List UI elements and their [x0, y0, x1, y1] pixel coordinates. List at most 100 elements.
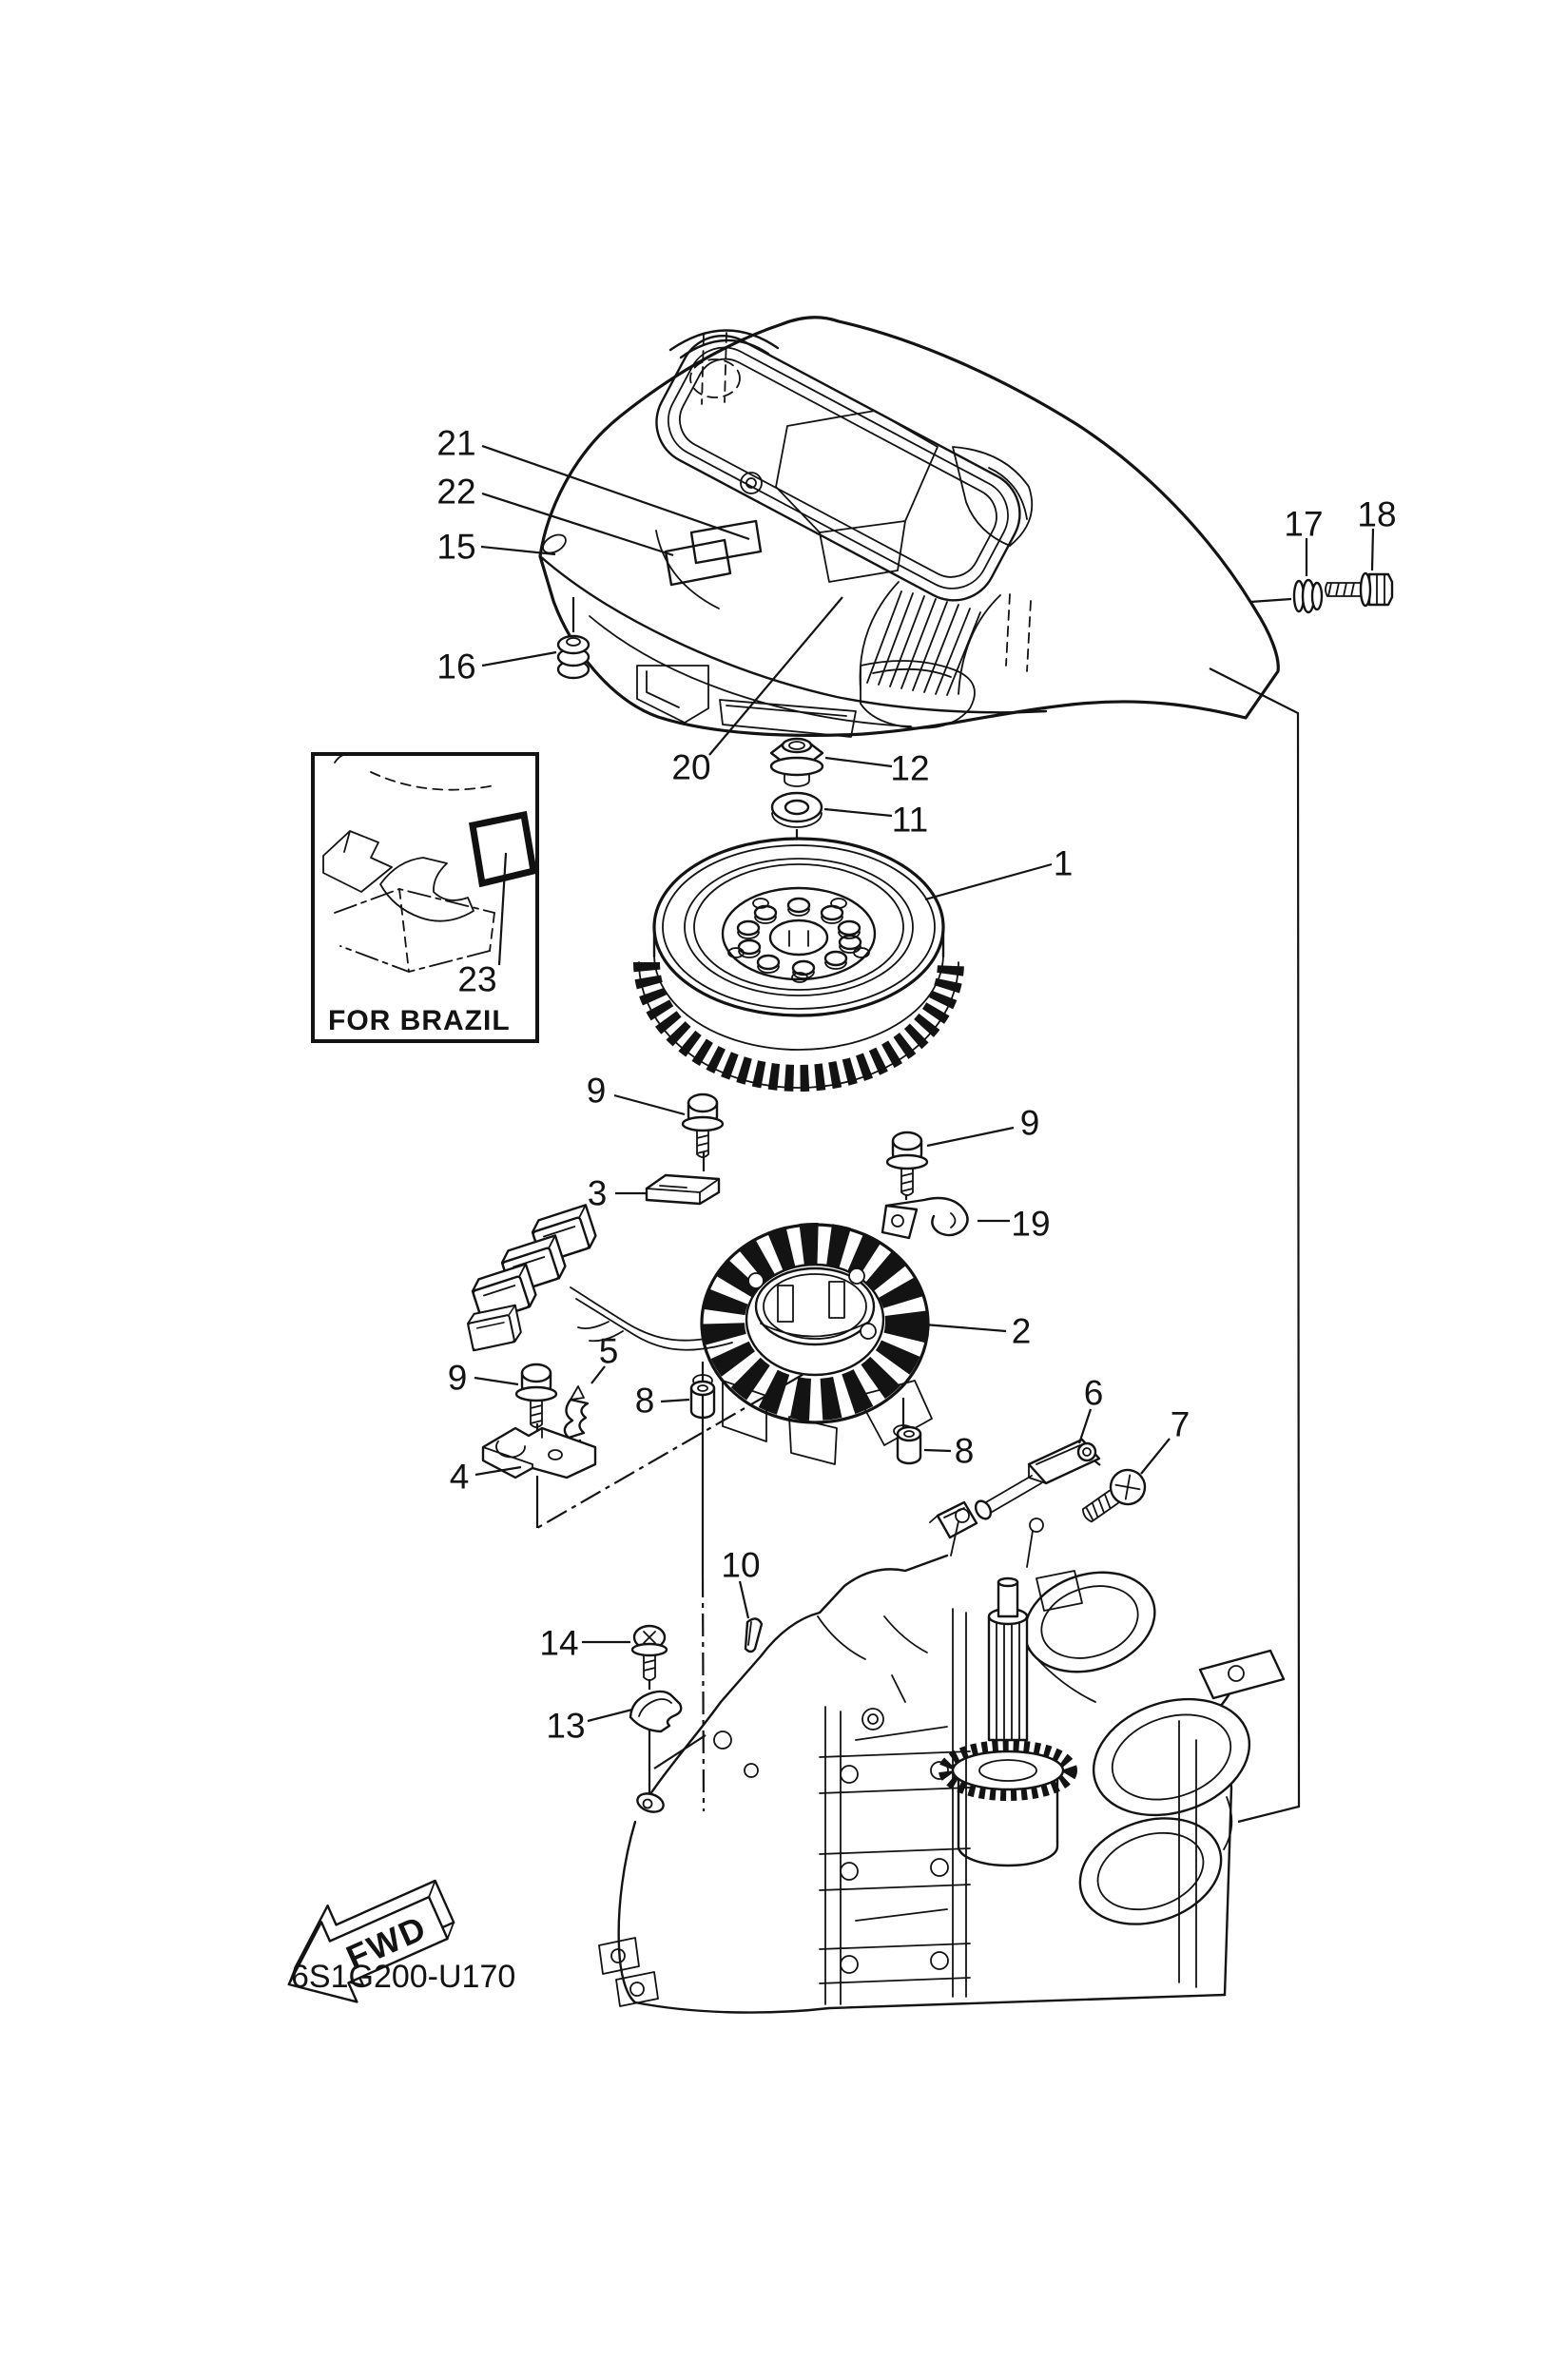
callout-leader-line: [481, 444, 750, 541]
callout-15: 15: [436, 528, 556, 567]
callout-leader-line: [923, 1448, 952, 1453]
callout-number: 9: [1020, 1104, 1040, 1143]
callout-number: 12: [890, 749, 929, 788]
fwd-arrow: FWD: [287, 1879, 455, 2003]
callout-leader-line: [613, 1093, 686, 1116]
callout-leader-line: [926, 1126, 1015, 1148]
callout-leader-line: [1140, 1438, 1171, 1475]
callout-6: 6: [1077, 1374, 1104, 1444]
washer-11-drawing: [770, 791, 823, 828]
callout-4: 4: [450, 1458, 522, 1497]
bolt-18-drawing: [1325, 571, 1394, 608]
callout-number: 1: [1054, 844, 1074, 883]
inset-caption: FOR BRAZIL: [328, 1005, 511, 1036]
diagram-code: 6S1G200-U170: [291, 1959, 515, 1995]
screw-14-drawing: [630, 1624, 668, 1681]
callout-leader-line: [497, 852, 508, 966]
lead-bracket-6-drawing: [929, 1438, 1101, 1539]
callout-3: 3: [588, 1174, 647, 1213]
callout-leader-line: [481, 492, 674, 557]
callout-number: 4: [450, 1458, 470, 1497]
callout-1: 1: [924, 844, 1074, 901]
callout-9: 9: [926, 1104, 1040, 1148]
clamp-19-drawing: [881, 1196, 969, 1240]
callout-18: 18: [1357, 495, 1397, 571]
callout-number: 14: [539, 1624, 578, 1663]
callout-leader-line: [474, 1376, 519, 1386]
callout-number: 10: [721, 1546, 760, 1585]
callout-leader-line: [824, 756, 893, 768]
callout-number: 6: [1084, 1374, 1104, 1413]
callout-19: 19: [978, 1205, 1051, 1244]
callout-leader-line: [1077, 1408, 1093, 1444]
for-brazil-inset: FOR BRAZIL: [311, 752, 539, 1043]
callout-5: 5: [590, 1332, 619, 1384]
top-cowling-drawing: [538, 316, 1280, 738]
callout-leader-line: [480, 545, 556, 556]
clamp-3-drawing: [645, 1173, 721, 1206]
cowling-seal-channel: [655, 334, 1021, 602]
callout-leader-line: [474, 1465, 522, 1477]
sticker-22: [664, 538, 732, 587]
callout-leader-line: [708, 596, 843, 756]
flywheel-drawing: [633, 837, 964, 1092]
callout-number: 7: [1171, 1405, 1191, 1444]
callout-7: 7: [1140, 1405, 1191, 1475]
collar-8b-drawing: [896, 1425, 922, 1465]
callout-8: 8: [635, 1382, 690, 1421]
callout-number: 22: [436, 473, 475, 512]
callout-leader-line: [738, 1580, 750, 1619]
pin-10-drawing: [744, 1617, 764, 1653]
callout-20: 20: [671, 596, 843, 787]
callout-number: 21: [436, 424, 475, 463]
inset-border: [311, 752, 539, 1043]
callout-13: 13: [546, 1707, 633, 1746]
callout-9: 9: [448, 1359, 519, 1398]
callout-leader-line: [590, 1365, 606, 1384]
sticker-23: [469, 810, 537, 888]
callout-number: 17: [1284, 505, 1323, 544]
callout-number: 5: [599, 1332, 619, 1371]
callout-12: 12: [824, 749, 930, 788]
callout-21: 21: [436, 424, 750, 541]
callout-number: 3: [588, 1174, 608, 1213]
callout-number: 13: [546, 1707, 585, 1746]
callout-leader-line: [660, 1398, 690, 1403]
callout-10: 10: [721, 1546, 761, 1619]
callout-number: 18: [1357, 495, 1396, 534]
callout-8: 8: [923, 1432, 975, 1471]
grommet-16-drawing: [556, 634, 590, 680]
callout-number: 2: [1012, 1312, 1032, 1351]
nut-12-drawing: [769, 737, 824, 787]
callout-17: 17: [1284, 505, 1324, 576]
bolt-9c-drawing: [514, 1363, 558, 1429]
callout-23: 23: [457, 852, 508, 999]
callout-number: 20: [671, 748, 710, 787]
sticker-21: [689, 519, 763, 565]
bolt-9b-drawing: [885, 1131, 929, 1197]
callout-number: 9: [448, 1359, 468, 1398]
callout-number: 8: [635, 1382, 655, 1421]
engine-block-drawing: [598, 1508, 1286, 2014]
grommet-17-drawing: [1292, 578, 1324, 614]
callout-16: 16: [436, 648, 557, 686]
callout-number: 23: [457, 960, 496, 999]
callout-number: 8: [955, 1432, 975, 1471]
callout-leader-line: [923, 1323, 1007, 1333]
callout-number: 16: [436, 648, 475, 686]
callout-number: 19: [1011, 1205, 1050, 1244]
callout-leader-line: [587, 1708, 633, 1723]
stator-drawing: [465, 1204, 933, 1465]
clamp-13-drawing: [629, 1690, 683, 1733]
callout-leader-line: [481, 650, 557, 667]
callout-11: 11: [823, 801, 928, 840]
callout-14: 14: [539, 1624, 630, 1663]
bolt-9a-drawing: [681, 1092, 725, 1159]
callout-leader-line: [924, 862, 1053, 901]
callout-9: 9: [587, 1072, 686, 1116]
callout-leader-line: [823, 807, 893, 818]
bracket-4-drawing: [481, 1426, 597, 1479]
